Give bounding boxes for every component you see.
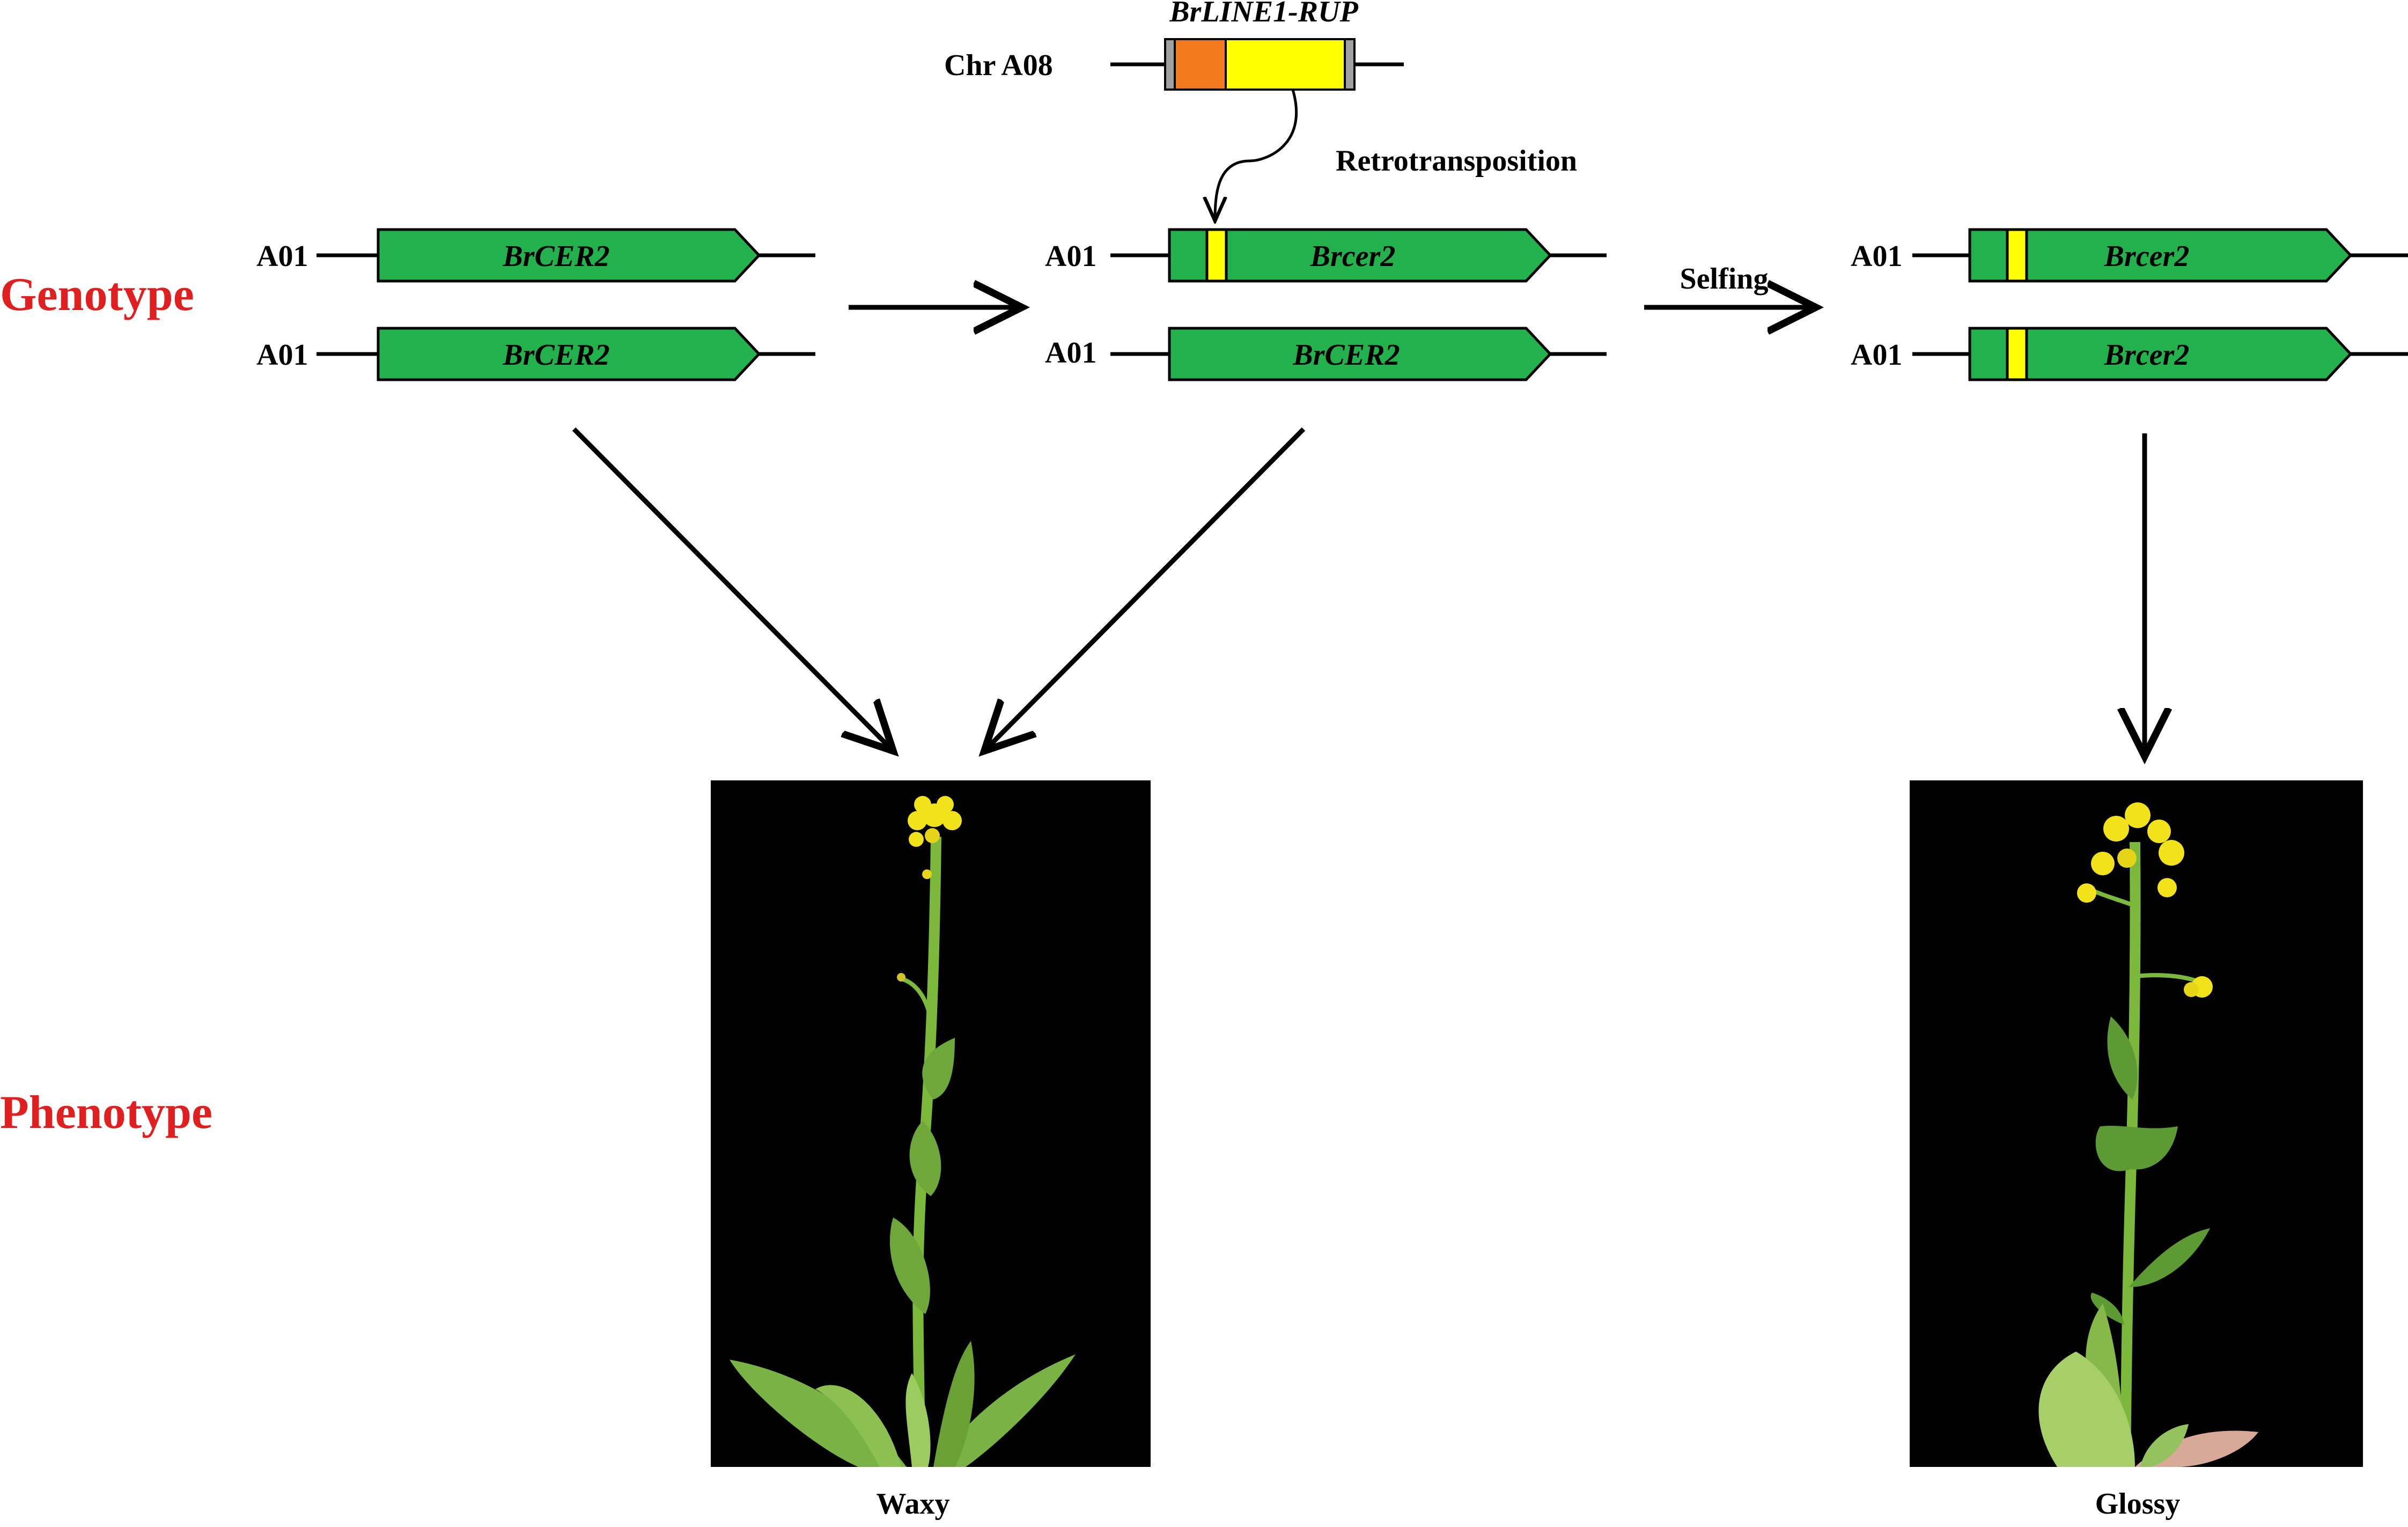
gene-label: Brcer2 (1310, 240, 1396, 273)
heterozygous-genotype: A01 Brcer2 A01 BrCER2 (1045, 228, 1607, 381)
wildtype-genotype: A01 BrCER2 A01 BrCER2 (256, 228, 815, 381)
gene-label: BrCER2 (502, 338, 609, 372)
insertion-marker (2006, 228, 2028, 283)
gene-arrow (1968, 228, 2353, 283)
chrom-label: A01 (1851, 338, 1902, 372)
ltr-left-flank (1164, 38, 1176, 91)
insertion-marker (1205, 228, 1228, 283)
ltr-right-flank (1344, 38, 1356, 91)
chrom-label: A01 (1045, 336, 1096, 370)
ltr-orange-segment (1174, 38, 1227, 91)
genotype-label: Genotype (0, 269, 194, 321)
insertion-marker (2006, 327, 2028, 381)
chrom-label: A01 (256, 338, 308, 372)
waxy-label: Waxy (877, 1487, 950, 1521)
gene-label: BrCER2 (1292, 338, 1400, 372)
gene-arrow (1968, 327, 2353, 381)
retrotransposition-label: Retrotransposition (1336, 144, 1577, 178)
chrom-label: A01 (1851, 240, 1902, 273)
retrotransposition-arrow (1215, 89, 1298, 221)
waxy-arrow-right (984, 427, 1306, 751)
homozygous-genotype: A01 Brcer2 A01 Brcer2 (1851, 228, 2408, 381)
waxy-plant-photo (711, 780, 1151, 1467)
gene-arrow (1168, 228, 1552, 283)
selfing-label: Selfing (1680, 262, 1769, 296)
gene-label: Brcer2 (2104, 240, 2190, 273)
glossy-plant-photo (1910, 780, 2363, 1467)
gene-arrow (1168, 327, 1552, 381)
waxy-arrow-left (572, 427, 893, 751)
line-yellow-segment (1225, 38, 1346, 91)
chr-a08-label: Chr A08 (944, 49, 1053, 82)
chrom-label: A01 (256, 240, 308, 273)
glossy-label: Glossy (2095, 1487, 2181, 1521)
chrom-label: A01 (1045, 240, 1096, 273)
transposon-label: BrLINE1-RUP (1169, 0, 1358, 28)
gene-label: Brcer2 (2104, 338, 2190, 372)
gene-arrow (377, 327, 761, 381)
phenotype-label: Phenotype (0, 1087, 212, 1139)
gene-arrow (377, 228, 761, 283)
chr-a08-element: Chr A08 BrLINE1-RUP (944, 0, 1404, 91)
gene-label: BrCER2 (502, 240, 609, 273)
